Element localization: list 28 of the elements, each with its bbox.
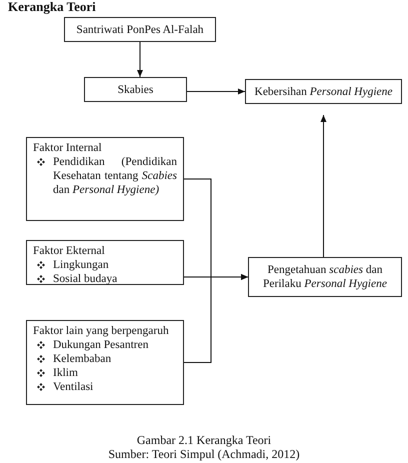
bullet-text: Lingkungan: [53, 258, 110, 272]
box-text: Kebersihan Personal Hygiene: [254, 84, 392, 98]
process-box: [26, 137, 184, 221]
process-box: [245, 79, 402, 104]
figure-caption: Gambar 2.1 Kerangka Teori: [136, 433, 272, 448]
process-box: [26, 320, 184, 405]
process-box: [64, 17, 216, 42]
process-box: [26, 240, 184, 285]
section-heading: Kerangka Teori: [8, 0, 96, 14]
bullet-text: Dukungan Pesantren: [53, 338, 150, 352]
arrow: [184, 274, 248, 363]
arrow: [320, 114, 326, 258]
box-text: Skabies: [118, 82, 154, 96]
factor-heading: Faktor lain yang berpengaruh: [33, 324, 170, 338]
bullet-text: Sosial budaya: [53, 272, 118, 286]
source-note: Sumber: Teori Simpul (Achmadi, 2012): [107, 447, 301, 462]
bullet-text: Iklim: [53, 366, 79, 380]
box-text: Santriwati PonPes Al-Falah: [76, 22, 204, 36]
bullet-text: Kelembaban: [53, 352, 112, 366]
process-box: [248, 257, 402, 297]
bullet-text: Pendidikan (Pendidikan Kesehatan tentang Scabies dan Personal Hygiene): [53, 155, 177, 197]
factor-heading: Faktor Internal: [33, 141, 103, 155]
bullet-text: Ventilasi: [53, 380, 94, 394]
process-box: [84, 77, 187, 102]
box-text: Pengetahuan scabies dan Perilaku Personal Hygiene: [262, 263, 388, 291]
arrow: [137, 42, 143, 78]
factor-heading: Faktor Ekternal: [33, 244, 106, 258]
arrow: [186, 88, 246, 94]
